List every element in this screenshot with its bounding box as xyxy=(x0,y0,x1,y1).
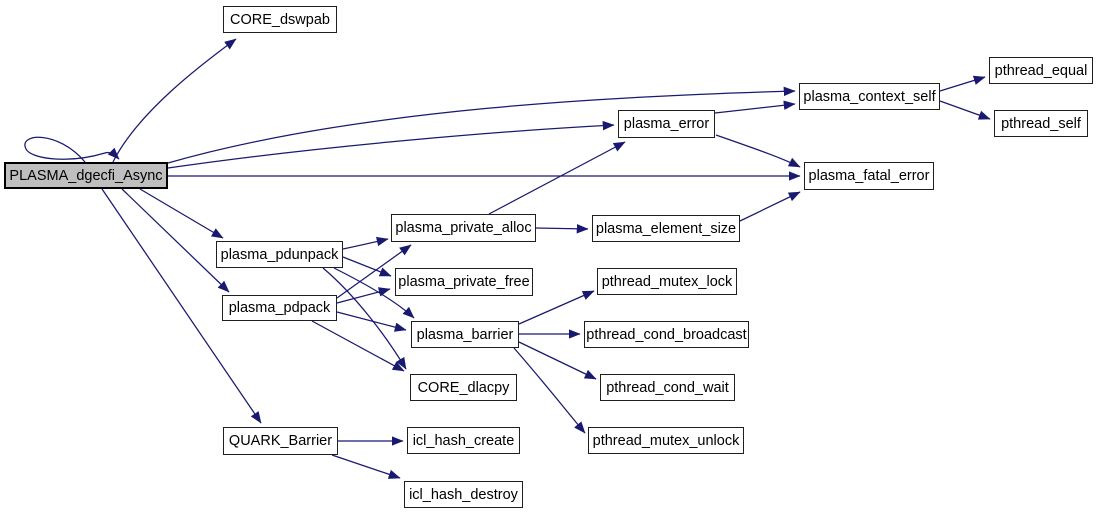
node-pthread_mutex_lock[interactable]: pthread_mutex_lock xyxy=(597,268,737,295)
node-plasma_barrier[interactable]: plasma_barrier xyxy=(411,321,519,348)
node-label: plasma_context_self xyxy=(803,88,936,105)
edge-plasma_pdpack-to-plasma_private_free xyxy=(336,287,391,304)
edge-plasma_pdpack-to-plasma_barrier xyxy=(336,311,407,332)
node-icl_hash_destroy[interactable]: icl_hash_destroy xyxy=(404,481,523,508)
edge-plasma_pdunpack-to-CORE_dlacpy xyxy=(322,267,407,370)
node-label: plasma_pdpack xyxy=(228,300,331,316)
edge-plasma_pdunpack-to-plasma_private_alloc xyxy=(342,236,389,250)
node-label: plasma_fatal_error xyxy=(808,168,930,184)
node-label: plasma_pdunpack xyxy=(220,246,339,263)
node-label: plasma_barrier xyxy=(416,326,514,343)
node-label: plasma_error xyxy=(623,116,710,132)
edge-PLASMA_dgecfi_Async-to-plasma_pdunpack xyxy=(139,188,224,239)
node-label: plasma_private_alloc xyxy=(395,220,532,236)
edge-plasma_barrier-to-pthread_mutex_lock xyxy=(518,290,595,325)
node-CORE_dswpab[interactable]: CORE_dswpab xyxy=(223,6,337,33)
edge-QUARK_Barrier-to-icl_hash_destroy xyxy=(331,454,401,479)
node-plasma_pdpack[interactable]: plasma_pdpack xyxy=(222,295,337,321)
node-plasma_element_size[interactable]: plasma_element_size xyxy=(592,215,740,242)
edge-plasma_pdunpack-to-plasma_private_free xyxy=(342,256,392,277)
node-label: pthread_cond_broadcast xyxy=(586,326,747,343)
edge-PLASMA_dgecfi_Async-to-plasma_context_self xyxy=(167,86,796,164)
edge-plasma_pdpack-to-plasma_private_alloc xyxy=(336,244,412,299)
node-plasma_fatal_error[interactable]: plasma_fatal_error xyxy=(804,162,934,190)
node-label: CORE_dswpab xyxy=(230,11,330,28)
node-plasma_error[interactable]: plasma_error xyxy=(618,110,715,138)
edge-plasma_context_self-to-pthread_self xyxy=(939,100,991,120)
node-label: icl_hash_create xyxy=(412,432,515,449)
node-PLASMA_dgecfi_Async: PLASMA_dgecfi_Async xyxy=(4,162,168,189)
node-label: PLASMA_dgecfi_Async xyxy=(9,167,163,184)
node-icl_hash_create[interactable]: icl_hash_create xyxy=(407,427,520,454)
node-plasma_private_alloc[interactable]: plasma_private_alloc xyxy=(391,214,536,242)
node-label: pthread_mutex_lock xyxy=(601,273,733,290)
edge-plasma_barrier-to-pthread_mutex_unlock xyxy=(513,347,586,434)
node-pthread_cond_wait[interactable]: pthread_cond_wait xyxy=(600,374,735,401)
node-label: pthread_self xyxy=(1001,115,1081,132)
node-CORE_dlacpy[interactable]: CORE_dlacpy xyxy=(410,374,517,401)
node-label: plasma_element_size xyxy=(595,220,737,237)
node-pthread_cond_broadcast[interactable]: pthread_cond_broadcast xyxy=(584,321,749,348)
edge-plasma_error-to-plasma_fatal_error xyxy=(715,134,801,168)
edge-plasma_private_alloc-to-plasma_error xyxy=(488,141,626,215)
edge-plasma_context_self-to-pthread_equal xyxy=(939,75,986,92)
node-pthread_mutex_unlock[interactable]: pthread_mutex_unlock xyxy=(588,427,744,454)
edge-PLASMA_dgecfi_Async-to-PLASMA_dgecfi_Async xyxy=(24,136,120,163)
node-label: plasma_private_free xyxy=(398,274,530,290)
node-label: icl_hash_destroy xyxy=(409,486,518,503)
edge-PLASMA_dgecfi_Async-to-plasma_error xyxy=(167,120,615,169)
edge-PLASMA_dgecfi_Async-to-CORE_dswpab xyxy=(112,38,237,163)
edge-plasma_private_alloc-to-plasma_element_size xyxy=(535,224,589,234)
edge-plasma_barrier-to-pthread_cond_wait xyxy=(518,341,597,380)
node-label: QUARK_Barrier xyxy=(228,433,333,449)
node-pthread_self[interactable]: pthread_self xyxy=(994,110,1088,137)
node-QUARK_Barrier[interactable]: QUARK_Barrier xyxy=(223,427,338,455)
edge-PLASMA_dgecfi_Async-to-plasma_pdpack xyxy=(121,188,230,293)
node-label: pthread_equal xyxy=(994,62,1088,79)
edge-PLASMA_dgecfi_Async-to-QUARK_Barrier xyxy=(101,188,262,424)
node-label: pthread_mutex_unlock xyxy=(592,432,740,449)
node-plasma_private_free[interactable]: plasma_private_free xyxy=(395,268,533,296)
node-label: CORE_dlacpy xyxy=(417,379,510,396)
edge-plasma_element_size-to-plasma_fatal_error xyxy=(739,191,801,222)
node-label: pthread_cond_wait xyxy=(606,379,729,396)
node-pthread_equal[interactable]: pthread_equal xyxy=(989,57,1093,84)
edge-plasma_pdpack-to-CORE_dlacpy xyxy=(311,320,405,372)
node-plasma_context_self[interactable]: plasma_context_self xyxy=(799,83,940,110)
node-plasma_pdunpack[interactable]: plasma_pdunpack xyxy=(216,241,343,268)
edge-plasma_error-to-plasma_context_self xyxy=(714,100,796,114)
